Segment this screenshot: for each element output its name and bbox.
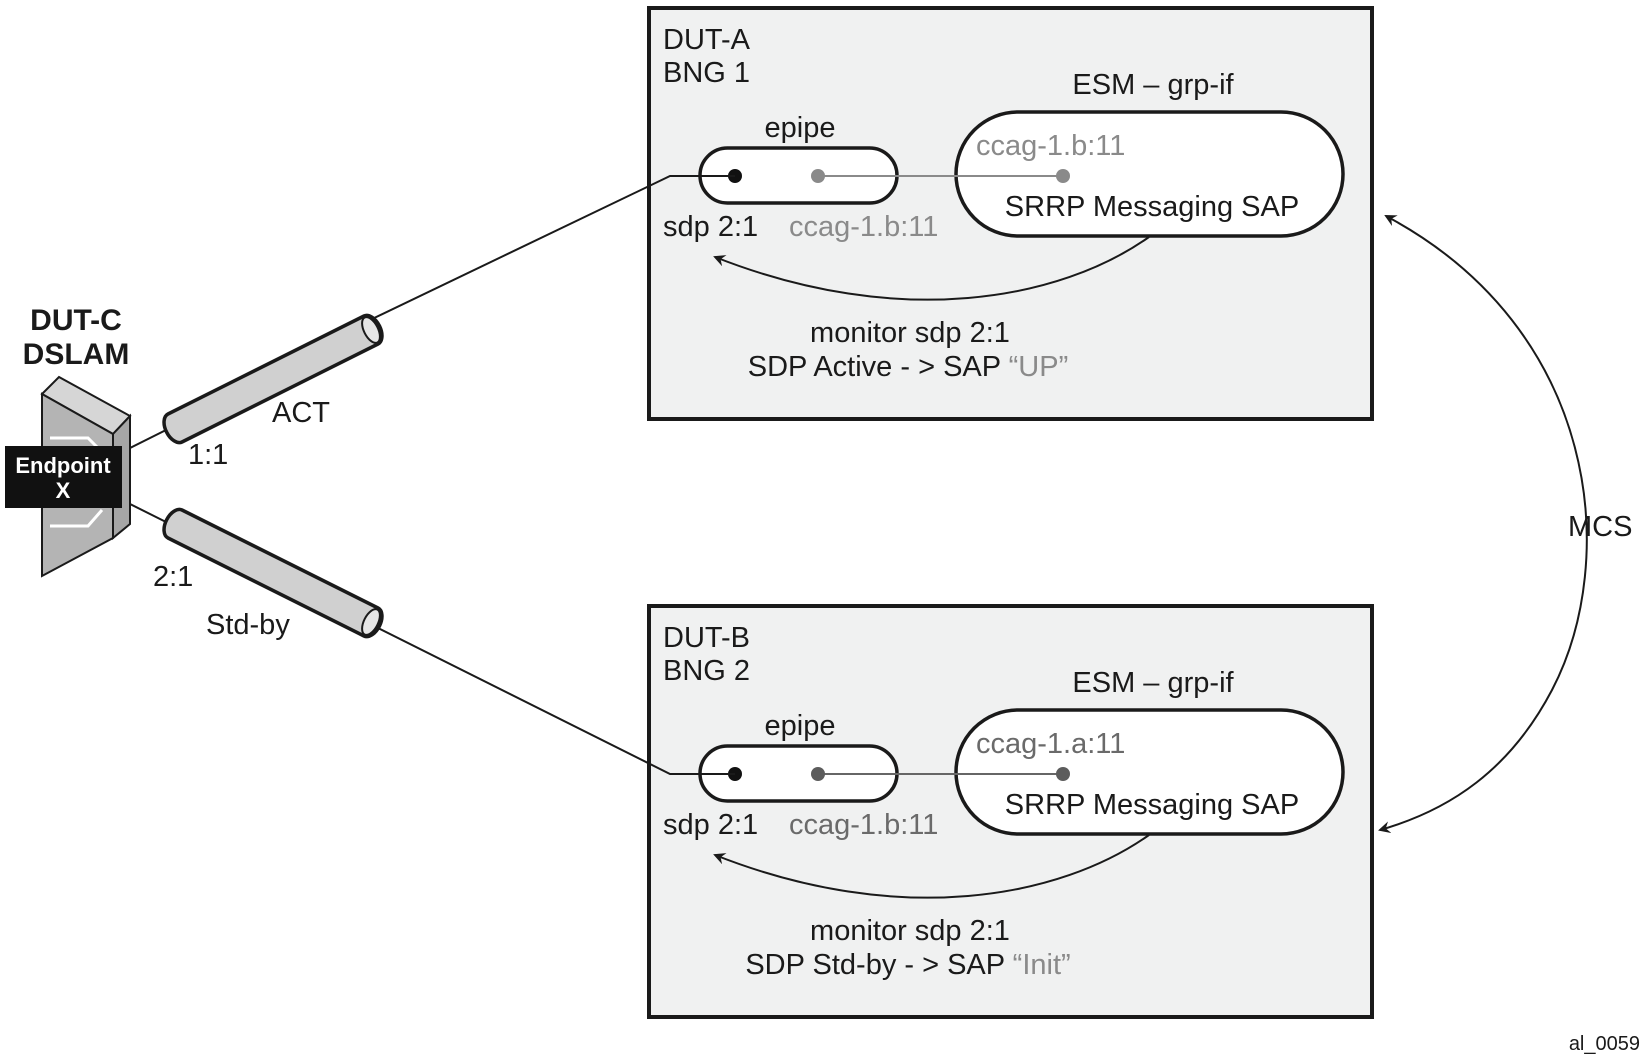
dut-a-srrp-sap-container	[954, 110, 1345, 238]
endpoint-id: X	[56, 478, 71, 503]
dut-b-srrp-sap-id: ccag-1.a:11	[976, 728, 1125, 760]
node-dut-a: DUT-A BNG 1 ESM – grp-if epipe ccag-1.b:…	[647, 6, 1374, 421]
standby-link: 2:1 Std-by	[121, 499, 735, 775]
endpoint-x-badge	[5, 446, 122, 508]
dut-b-srrp-label: SRRP Messaging SAP	[1005, 789, 1299, 821]
dut-b-epipe-sap-label: ccag-1.b:11	[789, 809, 938, 841]
dut-a-epipe-label: epipe	[765, 112, 836, 144]
dut-a-state-value: “UP”	[1009, 351, 1069, 383]
mcs-sync-arrow	[1378, 215, 1588, 834]
dut-b-subtitle: BNG 2	[663, 655, 750, 687]
active-link-port: 1:1	[188, 439, 228, 471]
active-link-tunnel	[162, 313, 384, 445]
active-link-state: ACT	[272, 397, 330, 429]
dut-a-monitor-arrow	[713, 236, 1150, 301]
dut-a-state-prefix: SDP Active - > SAP	[748, 351, 1009, 383]
dut-a-epipe-sap-dot	[811, 169, 825, 183]
dut-a-esm-label: ESM – grp-if	[1072, 69, 1234, 101]
dut-a-state-text: SDP Active - > SAP “UP”	[748, 351, 1068, 383]
active-link: ACT 1:1	[121, 175, 735, 471]
dut-b-srrp-sap-dot	[1056, 767, 1070, 781]
dut-a-srrp-sap-dot	[1056, 169, 1070, 183]
mcs-label: MCS	[1568, 511, 1632, 543]
dut-b-monitor-arrow	[713, 834, 1150, 899]
figure-id: al_0059	[1569, 1033, 1640, 1055]
dut-b-monitor-text: monitor sdp 2:1	[810, 915, 1010, 947]
dut-a-sdp-label: sdp 2:1	[663, 211, 758, 243]
dut-b-state-prefix: SDP Std-by - > SAP	[745, 949, 1012, 981]
standby-link-tunnel	[162, 507, 384, 639]
dut-b-epipe-sap-dot	[811, 767, 825, 781]
dut-b-esm-label: ESM – grp-if	[1072, 667, 1234, 699]
dslam-port-bracket-bottom	[50, 509, 104, 528]
endpoint-label: Endpoint	[15, 453, 111, 478]
dut-a-srrp-label: SRRP Messaging SAP	[1005, 191, 1299, 223]
dut-b-title: DUT-B	[663, 622, 750, 654]
standby-link-tunnel-mouth	[361, 608, 381, 636]
node-dut-b: DUT-B BNG 2 ESM – grp-if epipe ccag-1.a:…	[647, 604, 1374, 1019]
dut-a-subtitle: BNG 1	[663, 57, 750, 89]
dut-b-srrp-sap-container	[954, 708, 1345, 836]
dslam-subtitle: DSLAM	[23, 338, 130, 371]
dut-b-state-text: SDP Std-by - > SAP “Init”	[745, 949, 1070, 981]
dslam-device: DUT-C DSLAM Endpoint X	[5, 304, 132, 578]
dut-b-state-value: “Init”	[1013, 949, 1071, 981]
dut-a-title: DUT-A	[663, 24, 751, 56]
dut-b-sdp-label: sdp 2:1	[663, 809, 758, 841]
dut-a-epipe-sap-label: ccag-1.b:11	[789, 211, 938, 243]
active-link-tunnel-mouth	[361, 316, 381, 344]
dut-b-epipe-label: epipe	[765, 710, 836, 742]
dut-a-srrp-sap-id: ccag-1.b:11	[976, 130, 1125, 162]
standby-link-port: 2:1	[153, 561, 193, 593]
standby-link-state: Std-by	[206, 609, 290, 641]
dslam-title: DUT-C	[30, 304, 122, 337]
dut-a-monitor-text: monitor sdp 2:1	[810, 317, 1010, 349]
